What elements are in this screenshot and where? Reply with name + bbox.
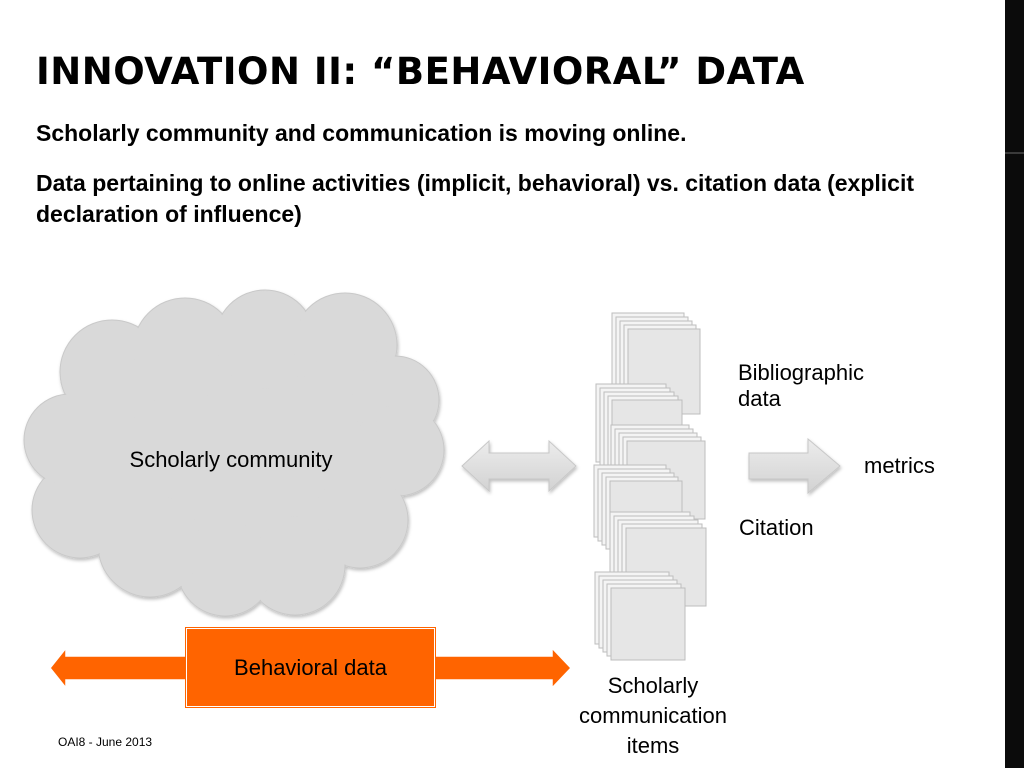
bibliographic-data-label: Bibliographic data [738,360,864,411]
right-arrow-gray [748,437,841,495]
behavioral-data-box [186,628,435,707]
right-edge-bar [1005,0,1024,768]
document-stack-icon [593,312,707,661]
metrics-label: metrics [864,453,935,478]
citation-label: Citation [739,515,814,540]
bullet-1: Scholarly community and communication is… [36,120,687,146]
double-arrow-gray [461,439,577,493]
bullet-2: Data pertaining to online activities (im… [36,170,915,227]
right-edge-notch [1005,152,1024,154]
cloud-label: Scholarly community [129,447,333,472]
slide-title: INNOVATION II: “BEHAVIORAL” DATA [36,50,805,93]
behavioral-data-label: Behavioral data [234,655,387,680]
cloud-shape [23,289,445,617]
footer-text: OAI8 - June 2013 [58,735,153,749]
scholarly-items-label: Scholarly communication items [579,673,727,758]
document-page [610,587,686,661]
